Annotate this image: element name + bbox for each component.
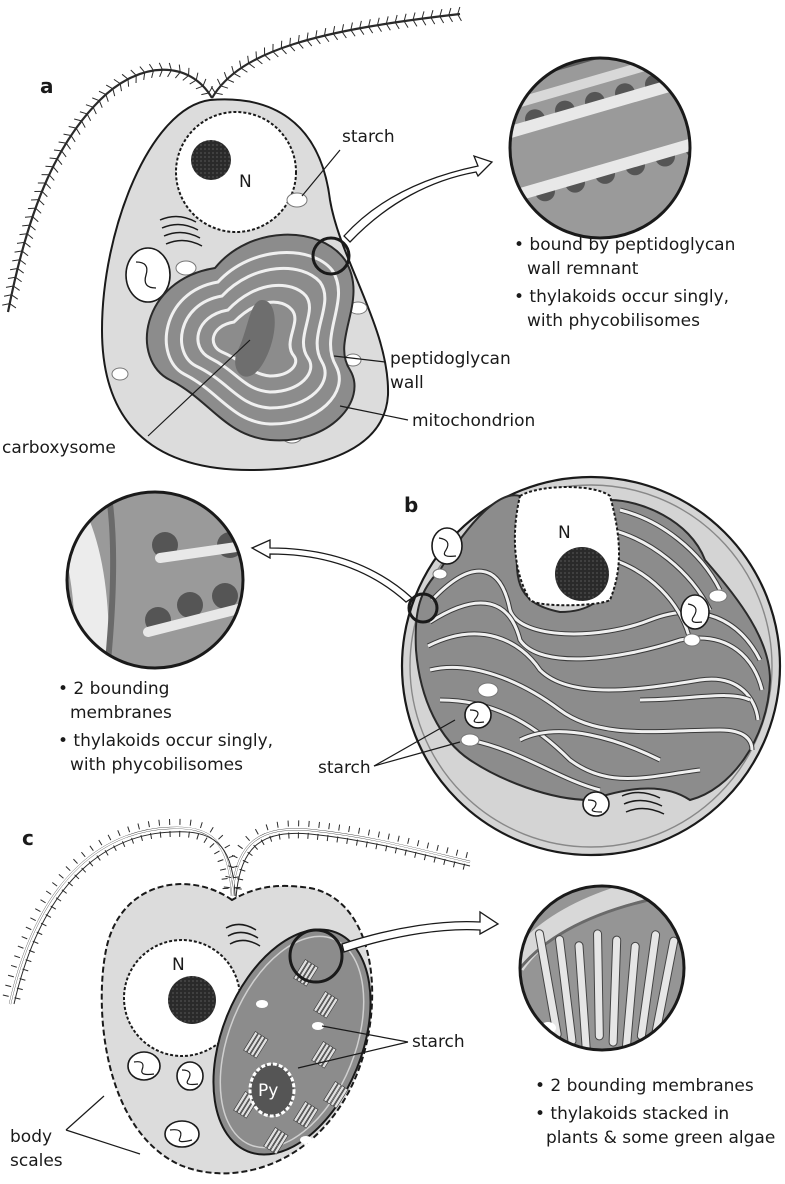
leader-peptidoglycan-a [333,355,386,363]
magnified-frame-b [65,490,245,670]
leader-scales-c2 [65,1129,141,1155]
flagellar-scales [2,818,468,1000]
note-b2-line1: • thylakoids occur singly, [58,731,273,751]
nucleolus-c [168,976,216,1024]
carboxysome-a [235,300,275,377]
note-b2-line2: with phycobilisomes [70,755,243,775]
mitochondrion-b4 [582,791,610,817]
nucleus-label-a: N [239,172,252,192]
label-starch-a: starch [342,127,395,147]
pyrenoid-c [248,1062,296,1118]
nucleus-label-c: N [172,955,185,975]
magnified-view-c [520,886,684,1050]
mitochondrion-c3 [164,1120,200,1148]
note-b1-line1: • 2 bounding [58,679,169,699]
note-a2-line2: with phycobilisomes [527,311,700,331]
leader-starch-b1 [373,719,456,767]
label-body-c: body [10,1127,52,1147]
magnified-frame-c [518,884,686,1052]
zoom-arrow-c [341,910,500,953]
note-a1-line2: wall remnant [527,259,639,279]
mitochondrion-b1 [431,527,463,565]
leader-starch-a [301,149,341,197]
panel-a: a N [2,6,735,472]
zoom-source-b [407,592,439,624]
mitochondrion-b3 [464,701,492,729]
panel-c-letter: c [22,826,34,850]
label-carboxysome-a: carboxysome [2,438,116,458]
mitochondrion-b2 [680,594,710,630]
leader-mitochondrion-a [339,405,409,421]
nucleus-label-b: N [558,523,571,543]
panel-b: b N [58,475,782,857]
magnified-frame-a [508,56,692,240]
leader-scales-c1 [65,1095,105,1131]
flagellar-hairs [2,6,462,309]
leader-starch-b2 [373,741,461,767]
nucleolus-a [191,140,231,180]
label-scales-c: scales [10,1151,63,1171]
mitochondrion-a1 [125,247,171,303]
label-peptidoglycan-a: peptidoglycan [390,349,511,369]
golgi-b [621,791,665,815]
magnified-view-b [67,492,243,668]
note-a1-line1: • bound by peptidoglycan [514,235,735,255]
panel-c: c N [2,818,775,1175]
mitochondrion-c1 [127,1051,161,1081]
zoom-source-c [288,928,344,984]
chloroplast-c: Py [212,928,372,1156]
note-c2-line1: • thylakoids stacked in [535,1104,729,1124]
panel-a-letter: a [40,74,54,98]
note-a2-line1: • thylakoids occur singly, [514,287,729,307]
label-starch-b: starch [318,758,371,778]
pyrenoid-label-c: Py [258,1081,278,1101]
label-mitochondrion-a: mitochondrion [412,411,535,431]
note-b1-line2: membranes [70,703,172,723]
mitochondrion-c2 [176,1061,204,1091]
flagellum-right [211,12,461,99]
leader-carboxysome-a [147,339,251,437]
zoom-arrow-a [343,154,494,243]
label-starch-c: starch [412,1032,465,1052]
zoom-arrow-b [250,538,414,603]
zoom-source-a [311,236,351,276]
nucleolus-b [555,547,609,601]
thylakoids-b [426,507,765,793]
nucleus-a [175,111,297,233]
panel-b-letter: b [404,493,418,517]
starch-granules-b [432,568,728,747]
golgi-a [159,215,203,247]
note-c2-line2: plants & some green algae [546,1128,775,1148]
golgi-c [225,923,261,947]
leader-starch-c1 [321,1025,409,1043]
note-c1-line1: • 2 bounding membranes [535,1076,754,1096]
magnified-view-a [510,58,690,238]
label-wall-a: wall [390,373,424,393]
flagellum-left [6,68,213,313]
grana-stacks [233,959,349,1155]
leader-starch-c2 [297,1041,409,1069]
